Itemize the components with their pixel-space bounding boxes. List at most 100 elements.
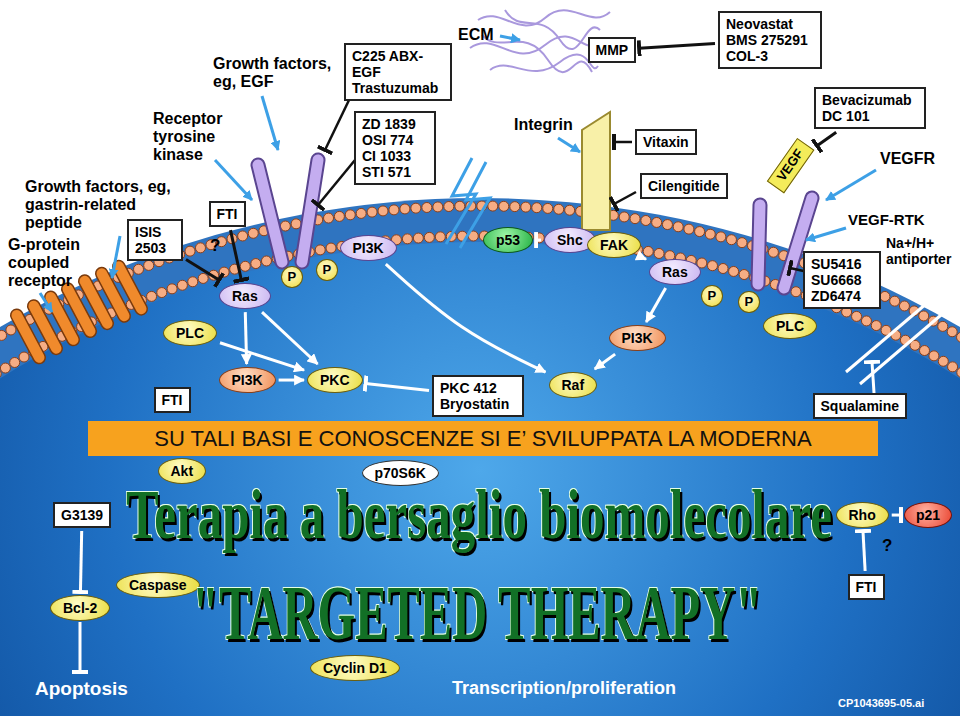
lipid-head: [280, 221, 290, 231]
phosphate-circle: P: [738, 291, 761, 314]
node-text: ZD 1839 OSI 774 CI 1033 STI 571: [362, 116, 428, 180]
protein-oval: Rho: [836, 502, 889, 528]
signal-connector: [892, 514, 901, 517]
lipid-head: [315, 245, 325, 255]
outcome-label: Transcription/proliferation: [452, 678, 676, 698]
protein-oval: PI3K: [340, 235, 397, 261]
lipid-head: [716, 232, 726, 242]
leader-lines: [40, 36, 876, 672]
protein-oval: Bcl-2: [50, 595, 110, 621]
node-text: C225 ABX-EGF Trastuzumab: [352, 48, 444, 96]
lipid-head: [411, 203, 421, 213]
drug-box: FTI: [848, 574, 885, 600]
receptor-label: VEGFR: [880, 150, 935, 168]
drawing-part: [325, 98, 350, 150]
lipid-head: [890, 296, 900, 306]
drug-box: SU5416 SU6668 ZD6474: [803, 251, 881, 309]
drawing-part: [258, 165, 282, 262]
lipid-head: [739, 270, 749, 280]
drug-box: G3139: [53, 502, 111, 528]
lipid-head: [378, 206, 388, 216]
protein-oval: PKC: [307, 367, 363, 393]
lipid-head: [729, 266, 739, 276]
banner: SU TALI BASI E CONOSCENZE SI E’ SVILUPPA…: [88, 421, 878, 456]
lipid-head: [619, 212, 629, 222]
signal-connector: [646, 288, 665, 322]
drawing-part: [482, 35, 592, 72]
protein-oval: PI3K: [609, 325, 666, 351]
lipid-head: [534, 233, 544, 243]
drawing-part: [478, 10, 610, 25]
lipid-head: [718, 264, 728, 274]
signal-connector: [230, 230, 241, 280]
node-text: PI3K: [232, 372, 263, 388]
lipid-head: [356, 208, 366, 218]
node-text: MMP: [596, 42, 629, 58]
lipid-head: [367, 207, 377, 217]
drawing-part: [758, 205, 760, 284]
lipid-head: [899, 301, 909, 311]
drug-box: Cilengitide: [640, 173, 728, 199]
node-text: Akt: [171, 463, 194, 479]
node-text: Bevacizumab DC 101: [822, 92, 918, 124]
signal-connector: [279, 379, 304, 382]
lipid-head: [291, 219, 301, 229]
drawing-part: [258, 165, 282, 262]
protein-oval: PLC: [163, 320, 217, 346]
lipid-head: [422, 202, 432, 212]
lipid-head: [948, 362, 958, 372]
lipid-head: [791, 287, 801, 297]
drawing-part: [490, 55, 598, 71]
drawing-part: [302, 160, 318, 262]
lipid-head: [435, 232, 445, 242]
node-text: SU TALI BASI E CONOSCENZE SI E’ SVILUPPA…: [92, 426, 874, 451]
node-text: Squalamine: [821, 398, 900, 414]
node-text: SU5416 SU6668 ZD6474: [811, 256, 873, 304]
node-text: ISIS 2503: [135, 224, 175, 256]
drug-box: Vitaxin: [635, 129, 697, 155]
signal-connector: [245, 312, 246, 364]
drug-box: Squalamine: [813, 393, 908, 419]
node-text: FTI: [856, 579, 877, 595]
node-text: p70S6K: [375, 465, 426, 481]
lipid-head: [684, 224, 694, 234]
lipid-head: [188, 277, 198, 287]
node-text: P: [745, 295, 754, 310]
lipid-head: [251, 259, 261, 269]
lipid-head: [768, 247, 778, 257]
lipid-head: [929, 351, 939, 361]
lipid-head: [402, 234, 412, 244]
node-text: PLC: [176, 325, 204, 341]
lipid-head: [695, 227, 705, 237]
drawing-part: [614, 141, 632, 144]
lipid-head: [630, 214, 640, 224]
lipid-head: [248, 228, 258, 238]
lipid-head: [177, 280, 187, 290]
lipid-head: [144, 260, 154, 270]
node-text: FTI: [217, 206, 238, 222]
headline: Terapia a bersaglio biomolecolare: [126, 480, 832, 550]
protein-oval: PI3K: [219, 367, 276, 393]
signal-connector: [366, 383, 429, 390]
protein-oval: Cyclin D1: [310, 655, 400, 681]
lipid-head: [157, 288, 167, 298]
drawing-part: [112, 236, 120, 278]
lipid-head: [240, 261, 250, 271]
lipid-head: [6, 325, 16, 335]
node-text: p53: [496, 232, 520, 248]
lipid-head: [871, 321, 881, 331]
lipid-head: [134, 264, 144, 274]
node-text: Cilengitide: [648, 178, 720, 194]
lipid-head: [532, 203, 542, 213]
lipid-head: [0, 363, 10, 373]
lipid-head: [919, 311, 929, 321]
lipid-head: [521, 202, 531, 212]
lipid-head: [326, 243, 336, 253]
lipid-head: [413, 233, 423, 243]
node-text: PKC: [320, 372, 350, 388]
node-text: P: [323, 263, 332, 278]
ligand-label: Growth factors, eg, EGF: [213, 55, 353, 91]
signal-connector: [536, 239, 541, 242]
signal-connector: [817, 132, 836, 146]
cytoplasm: [0, 242, 960, 716]
